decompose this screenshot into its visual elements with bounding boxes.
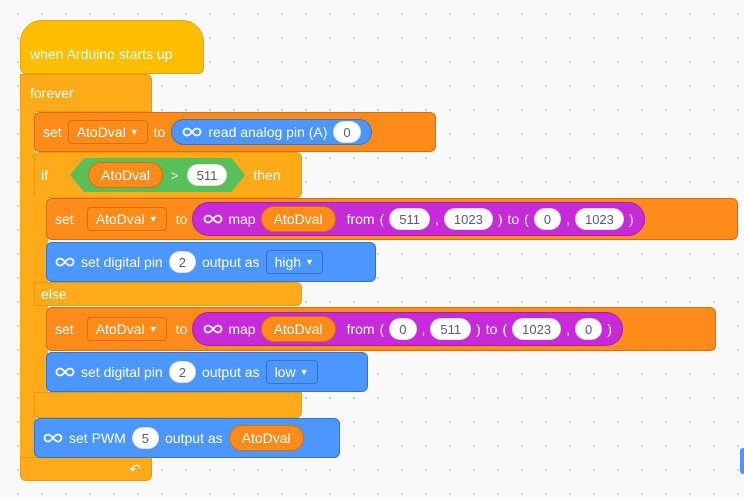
forever-label: forever bbox=[30, 85, 74, 101]
set-var-block-3[interactable]: set AtoDval ▼ to map AtoDval from ( 0 , … bbox=[46, 307, 716, 351]
reporter-label: read analog pin (A) bbox=[208, 124, 328, 140]
infinity-icon bbox=[43, 432, 63, 444]
close-paren: ) bbox=[607, 321, 612, 337]
set-digital-pin-block-2[interactable]: set digital pin 2 output as low ▼ bbox=[46, 352, 368, 392]
comma: , bbox=[421, 321, 426, 337]
digital-pin-input[interactable]: 2 bbox=[168, 251, 196, 273]
output-label: output as bbox=[165, 430, 223, 446]
map-label: map bbox=[228, 321, 256, 337]
level-dropdown[interactable]: low ▼ bbox=[265, 360, 318, 384]
infinity-icon bbox=[203, 323, 223, 335]
close-paren: ) bbox=[497, 211, 503, 227]
forever-arm bbox=[20, 111, 36, 473]
greater-than-condition[interactable]: AtoDval > 511 bbox=[70, 158, 245, 192]
operator-symbol: > bbox=[171, 167, 179, 183]
analog-pin-input[interactable]: 0 bbox=[333, 121, 361, 143]
variable-dropdown[interactable]: AtoDval ▼ bbox=[86, 317, 167, 341]
close-paren: ) bbox=[628, 211, 634, 227]
set-label: set bbox=[55, 211, 74, 227]
condition-value-input[interactable]: 511 bbox=[187, 164, 228, 186]
when-arduino-starts-up-hat[interactable]: when Arduino starts up bbox=[20, 20, 204, 74]
block-label: set digital pin bbox=[81, 254, 163, 270]
if-label: if bbox=[41, 167, 48, 183]
pwm-value-variable[interactable]: AtoDval bbox=[228, 425, 304, 451]
set-pwm-block[interactable]: set PWM 5 output as AtoDval bbox=[34, 418, 340, 458]
set-label: set bbox=[55, 321, 74, 337]
variable-name: AtoDval bbox=[76, 124, 126, 140]
condition-variable[interactable]: AtoDval bbox=[88, 162, 163, 188]
if-arm bbox=[34, 196, 48, 418]
then-label: then bbox=[253, 167, 281, 183]
else-label: else bbox=[41, 286, 67, 302]
offscreen-block-edge bbox=[740, 448, 744, 474]
map-variable[interactable]: AtoDval bbox=[260, 316, 336, 342]
read-analog-pin-reporter[interactable]: read analog pin (A) 0 bbox=[171, 119, 372, 145]
block-label: set PWM bbox=[69, 430, 126, 446]
open-paren: ( bbox=[502, 321, 508, 337]
forever-block[interactable]: forever bbox=[20, 74, 152, 112]
else-block: else bbox=[34, 282, 302, 306]
from-label: from bbox=[346, 321, 375, 337]
set-label: set bbox=[43, 124, 62, 140]
digital-pin-input[interactable]: 2 bbox=[168, 361, 196, 383]
variable-dropdown[interactable]: AtoDval ▼ bbox=[86, 207, 167, 231]
from-high-input[interactable]: 511 bbox=[430, 318, 472, 340]
infinity-icon bbox=[182, 126, 202, 138]
from-high-input[interactable]: 1023 bbox=[443, 208, 493, 230]
infinity-icon bbox=[55, 366, 75, 378]
if-block[interactable]: if AtoDval > 511 then bbox=[34, 152, 302, 198]
to-label: to bbox=[153, 124, 166, 140]
set-var-block-2[interactable]: set AtoDval ▼ to map AtoDval from ( 511 … bbox=[46, 198, 738, 240]
caret-down-icon: ▼ bbox=[148, 324, 158, 334]
infinity-icon bbox=[203, 213, 223, 225]
to-high-input[interactable]: 0 bbox=[574, 318, 603, 340]
to-low-input[interactable]: 0 bbox=[533, 208, 562, 230]
pwm-pin-input[interactable]: 5 bbox=[131, 427, 160, 449]
block-label: set digital pin bbox=[81, 364, 163, 380]
map-reporter[interactable]: map AtoDval from ( 511 , 1023 ) to ( 0 ,… bbox=[192, 202, 645, 236]
level-value: low bbox=[274, 364, 296, 380]
to-high-input[interactable]: 1023 bbox=[574, 208, 624, 230]
caret-down-icon: ▼ bbox=[299, 367, 309, 377]
variable-name: AtoDval bbox=[95, 321, 145, 337]
variable-name: AtoDval bbox=[95, 211, 145, 227]
close-paren: ) bbox=[476, 321, 481, 337]
caret-down-icon: ▼ bbox=[129, 127, 139, 137]
comma: , bbox=[566, 321, 570, 337]
from-label: from bbox=[346, 211, 375, 227]
hat-label: when Arduino starts up bbox=[30, 46, 173, 62]
set-digital-pin-block-1[interactable]: set digital pin 2 output as high ▼ bbox=[46, 242, 376, 282]
caret-down-icon: ▼ bbox=[148, 214, 158, 224]
open-paren: ( bbox=[379, 321, 385, 337]
to-low-input[interactable]: 1023 bbox=[512, 318, 562, 340]
map-reporter[interactable]: map AtoDval from ( 0 , 511 ) to ( 1023 ,… bbox=[192, 312, 623, 346]
level-value: high bbox=[274, 254, 302, 270]
map-label: map bbox=[228, 211, 256, 227]
infinity-icon bbox=[55, 256, 75, 268]
to-label: to bbox=[175, 321, 188, 337]
from-low-input[interactable]: 0 bbox=[389, 318, 417, 340]
caret-down-icon: ▼ bbox=[305, 257, 314, 267]
open-paren: ( bbox=[379, 211, 385, 227]
if-bottom bbox=[34, 392, 302, 418]
from-low-input[interactable]: 511 bbox=[389, 208, 430, 230]
output-label: output as bbox=[201, 364, 260, 380]
to-label: to bbox=[175, 211, 188, 227]
set-var-block-1[interactable]: set AtoDval ▼ to read analog pin (A) 0 bbox=[34, 112, 436, 152]
forever-bottom: ↶ bbox=[20, 457, 152, 481]
open-paren: ( bbox=[524, 211, 529, 227]
comma: , bbox=[435, 211, 439, 227]
to-label: to bbox=[507, 211, 520, 227]
level-dropdown[interactable]: high ▼ bbox=[265, 250, 323, 274]
variable-dropdown[interactable]: AtoDval ▼ bbox=[67, 120, 148, 144]
comma: , bbox=[566, 211, 570, 227]
loop-arrow-icon: ↶ bbox=[129, 460, 141, 477]
output-label: output as bbox=[201, 254, 260, 270]
to-label: to bbox=[485, 321, 498, 337]
map-variable[interactable]: AtoDval bbox=[260, 206, 336, 232]
